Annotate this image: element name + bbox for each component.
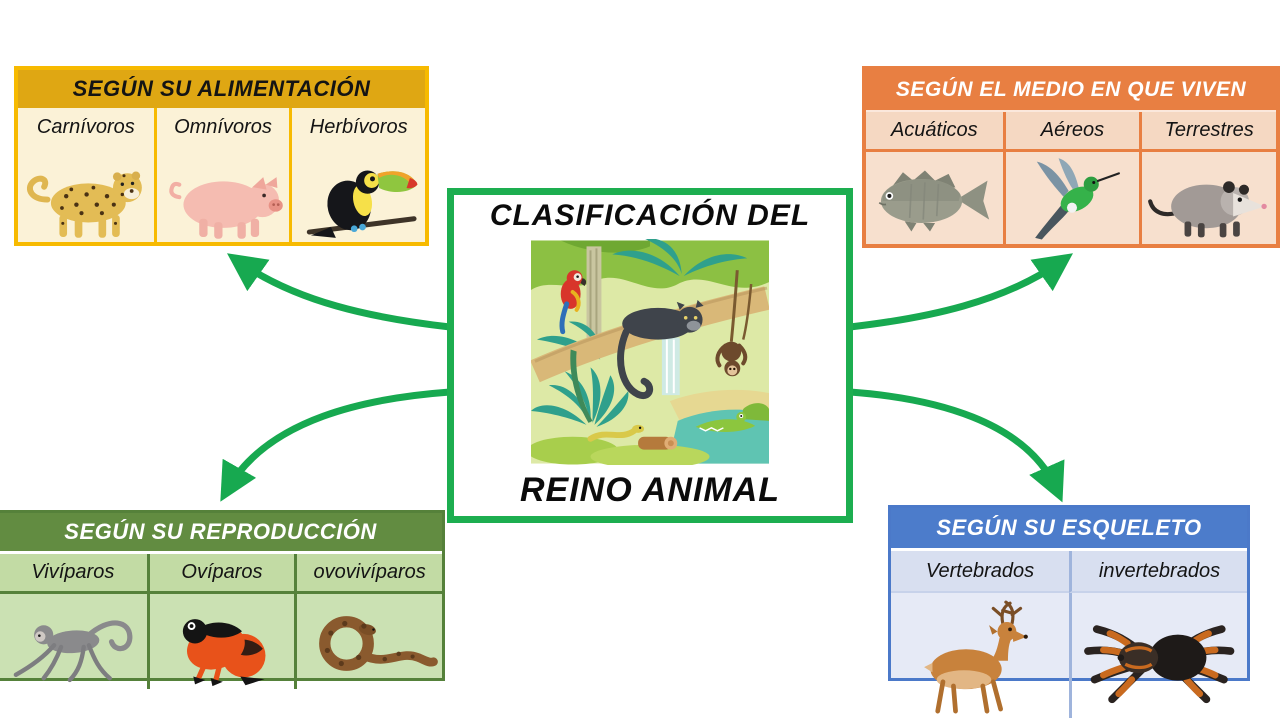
crocodile-figure (695, 403, 769, 432)
label-oviparos: Ovíparos (146, 554, 295, 594)
label-terrestres: Terrestres (1139, 112, 1276, 152)
tarantula-image (1084, 625, 1235, 704)
box-medio: SEGÚN EL MEDIO EN QUE VIVEN Acuáticos Aé… (862, 66, 1280, 248)
label-ovoviviparos: ovovivíparos (294, 554, 442, 594)
label-invertebrados: invertebrados (1069, 551, 1247, 593)
hummingbird-image (1034, 158, 1120, 240)
box-medio-header: SEGÚN EL MEDIO EN QUE VIVEN (866, 70, 1276, 112)
monkey-figure (715, 270, 753, 377)
label-viviparos: Vivíparos (0, 554, 147, 594)
box-esqueleto: SEGÚN SU ESQUELETO Vertebrados invertebr… (888, 505, 1250, 718)
label-acuaticos: Acuáticos (866, 112, 1003, 152)
snake-image (318, 615, 438, 671)
box-esqueleto-header: SEGÚN SU ESQUELETO (891, 508, 1247, 551)
arrow-to-alimentacion (226, 253, 454, 331)
label-carnivoros: Carnívoros (36, 115, 135, 138)
panther-figure (617, 299, 704, 400)
jaguar-image (27, 171, 142, 238)
label-omnivoros: Omnívoros (153, 108, 290, 146)
box-reproduccion-header: SEGÚN SU REPRODUCCIÓN (0, 513, 442, 554)
box-alimentacion: SEGÚN SU ALIMENTACIÓN Carnívoros Omnívor… (14, 66, 429, 246)
deer-image (924, 600, 1029, 714)
arrow-to-reproduccion (220, 388, 454, 502)
monkey-image (14, 619, 133, 682)
palm-figure (531, 349, 629, 427)
label-aereos: Aéreos (1002, 112, 1140, 152)
fish-image (878, 170, 990, 232)
pig-image (168, 176, 283, 239)
arrow-to-medio (846, 253, 1074, 331)
center-title-line2: REINO ANIMAL (519, 471, 781, 509)
frog-image (182, 618, 266, 686)
arrow-to-esqueleto (846, 388, 1065, 503)
yellow-snake-figure (587, 424, 645, 442)
box-alimentacion-header: SEGÚN SU ALIMENTACIÓN (18, 70, 425, 108)
opossum-image (1148, 181, 1268, 238)
box-reproduccion: SEGÚN SU REPRODUCCIÓN Vivíparos Ovíparos… (0, 510, 445, 689)
label-vertebrados: Vertebrados (891, 551, 1069, 593)
jungle-scene-image (531, 239, 769, 465)
center-topic-box: CLASIFICACIÓN DEL (447, 188, 853, 523)
label-herbivoros: Herbívoros (289, 108, 425, 146)
log-figure (638, 436, 678, 450)
parrot-figure (559, 270, 587, 335)
toucan-image (307, 170, 418, 238)
center-title-line1: CLASIFICACIÓN DEL (489, 199, 811, 232)
